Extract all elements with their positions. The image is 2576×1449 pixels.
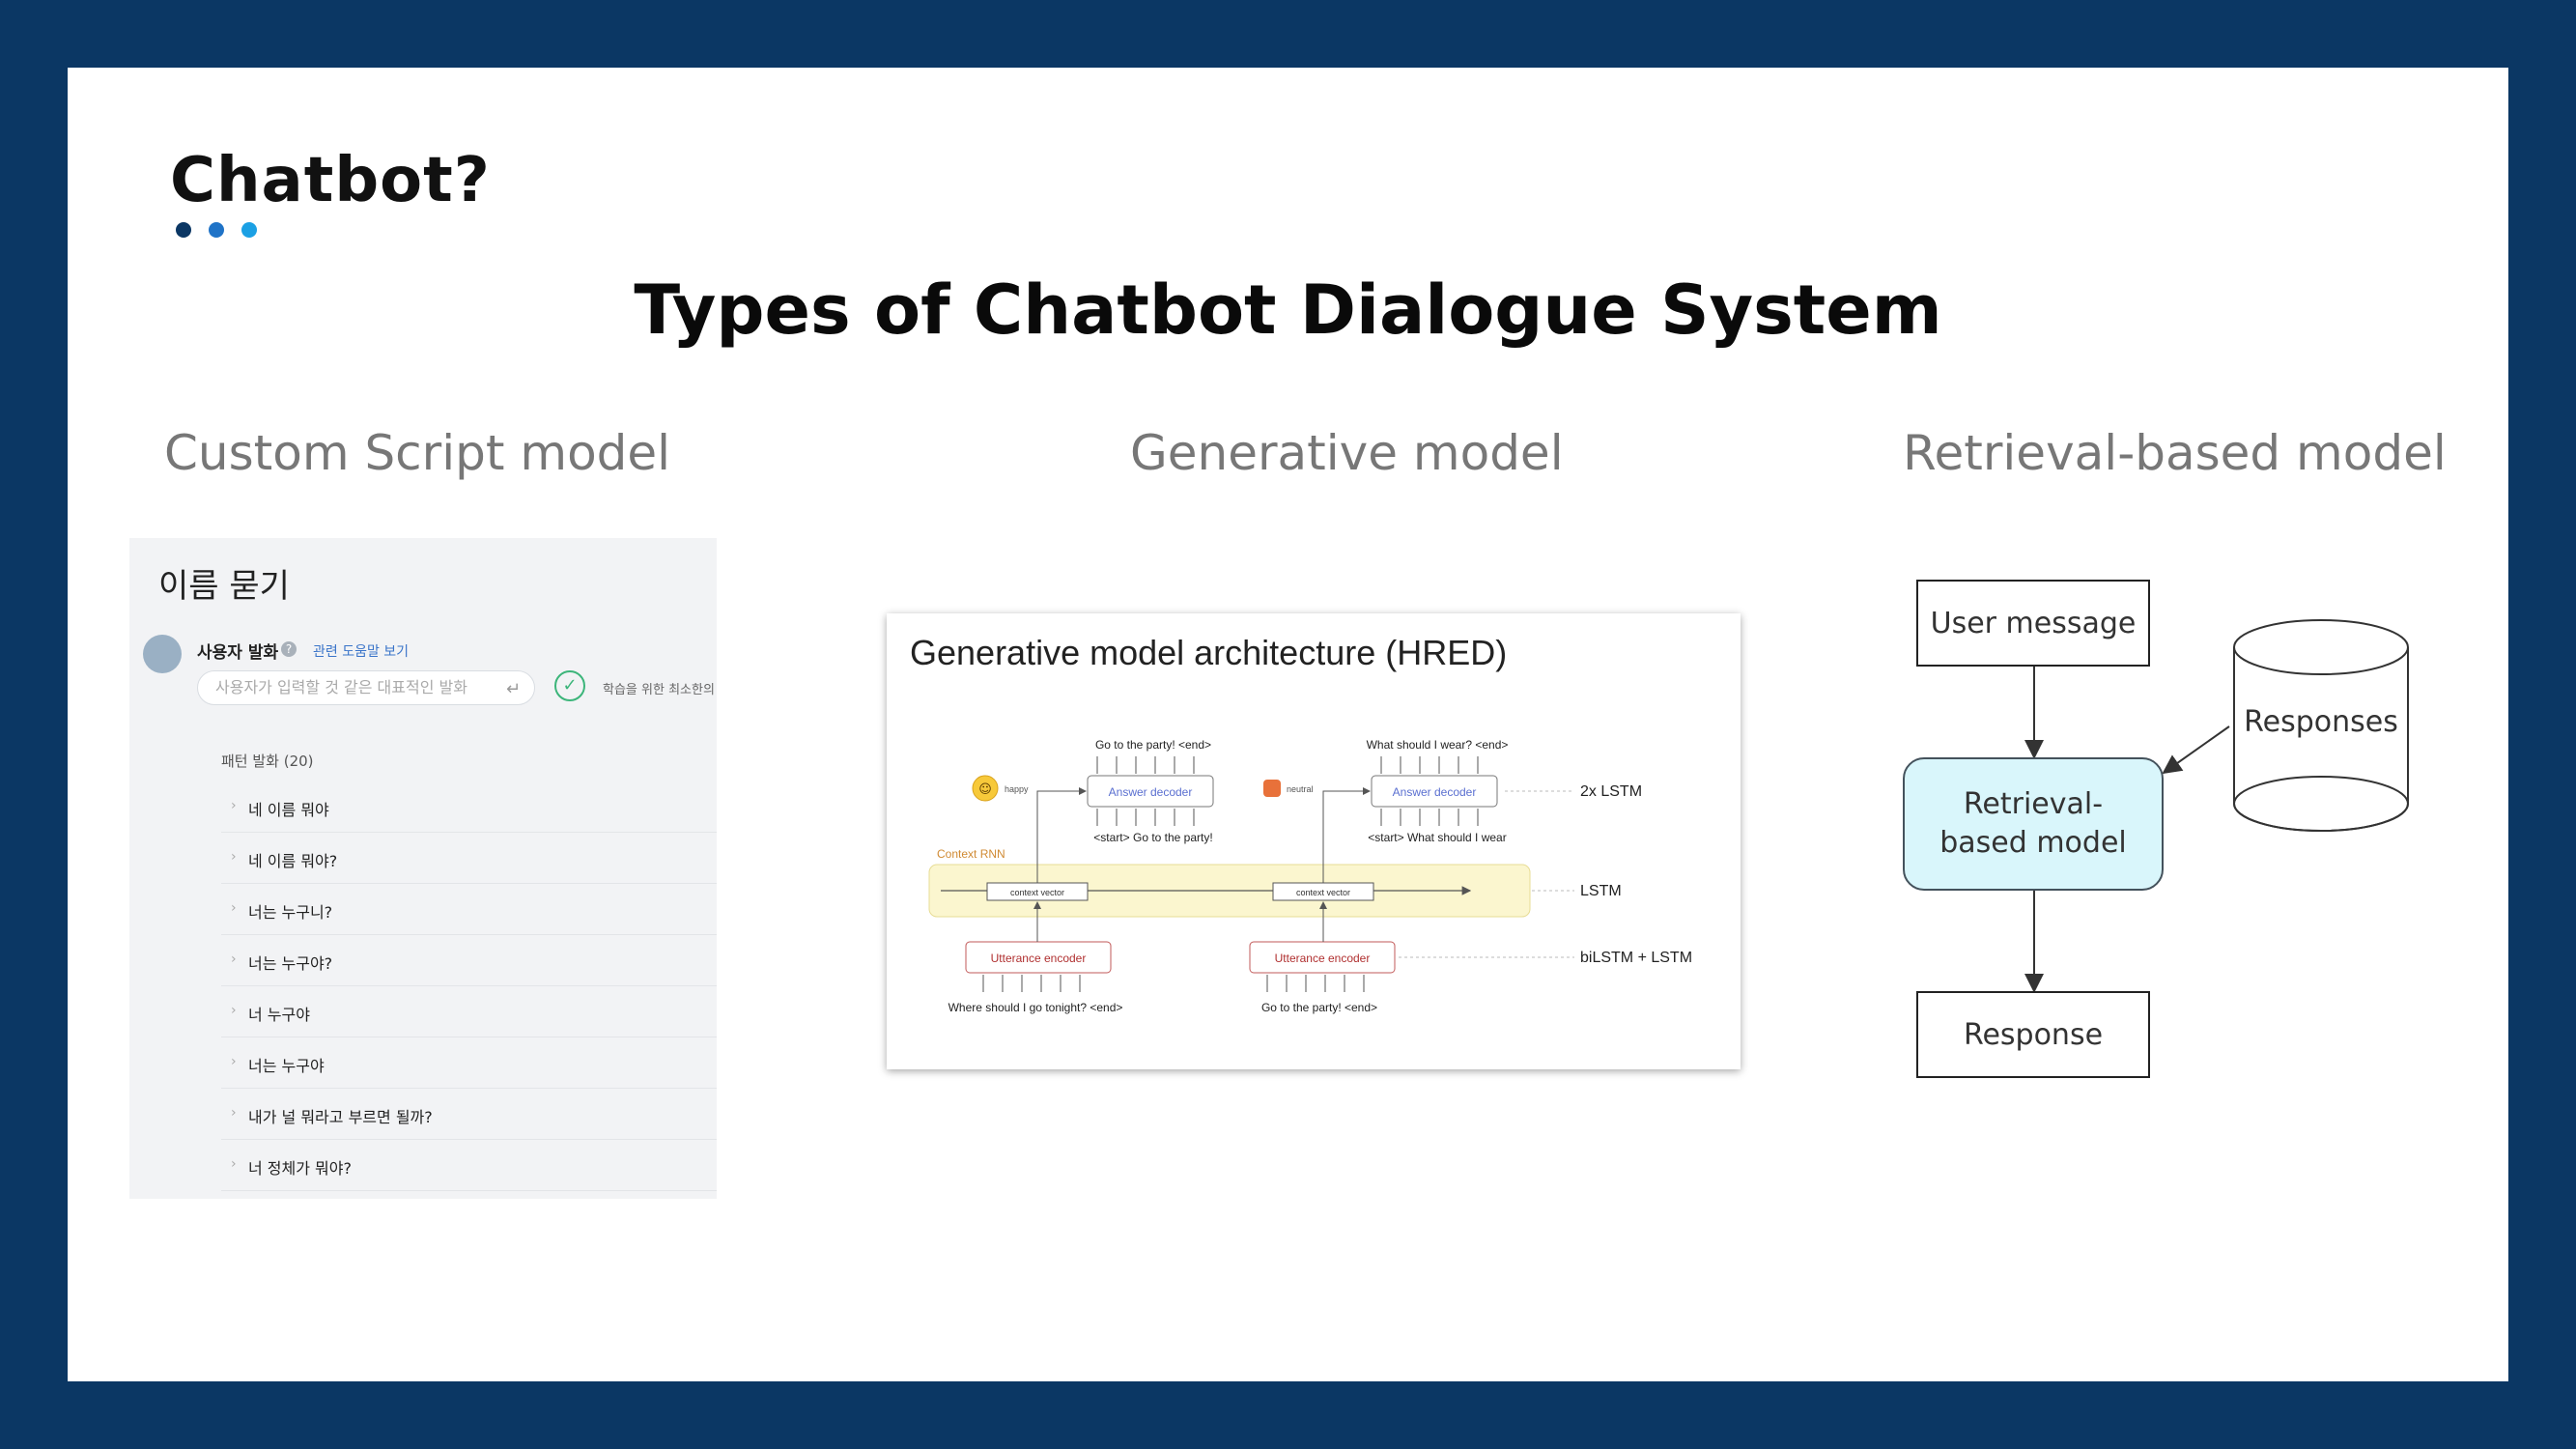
utterance-encoder-2 — [1249, 941, 1396, 974]
list-item[interactable]: › 내가 널 뭐라고 부르면 될까? — [221, 1089, 717, 1140]
dot-2 — [209, 222, 224, 238]
response-box: Response — [1916, 991, 2150, 1078]
generative-figure-title: Generative model architecture (HRED) — [910, 633, 1508, 672]
layer-decoder-label: 2x LSTM — [1580, 783, 1642, 800]
decoder-output-arrows — [982, 756, 1479, 992]
context-vector-2-label: context vector — [1296, 888, 1350, 897]
context1-to-decoder — [1036, 787, 1087, 883]
answer-decoder-1 — [1087, 775, 1214, 808]
pattern-list: ›네 이름 뭐야›네 이름 뭐야?›너는 누구니?›너는 누구야?›너 누구야›… — [221, 781, 717, 1191]
enter-icon[interactable]: ↵ — [506, 679, 522, 699]
label-custom-script: Custom Script model — [164, 425, 671, 481]
responses-db-body — [2233, 647, 2409, 832]
custom-script-panel: 이름 묻기 사용자 발화 ? 관련 도움말 보기 사용자가 입력할 것 같은 대… — [129, 538, 717, 1199]
chevron-right-icon: › — [231, 1156, 237, 1172]
list-item-text: 너는 누구야 — [248, 1057, 325, 1075]
label-generative: Generative model — [1130, 425, 1564, 481]
list-item-text: 너 정체가 뭐야? — [248, 1159, 352, 1178]
list-item[interactable]: › 너 정체가 뭐야? — [221, 1140, 717, 1191]
list-item[interactable]: › 너는 누구니? — [221, 884, 717, 935]
list-item[interactable]: › 너는 누구야? — [221, 935, 717, 986]
user-message-box: User message — [1916, 580, 2150, 667]
chevron-right-icon: › — [231, 952, 237, 967]
arrow-responses-to-model — [2162, 725, 2230, 775]
list-item[interactable]: › 너는 누구야 — [221, 1037, 717, 1089]
dot-3 — [241, 222, 257, 238]
list-item-text: 너는 누구니? — [248, 903, 333, 922]
answer-decoder-2 — [1371, 775, 1498, 808]
list-item-text: 너 누구야 — [248, 1006, 310, 1024]
list-item-text: 내가 널 뭐라고 부르면 될까? — [248, 1108, 433, 1126]
avatar — [143, 635, 182, 673]
dot-1 — [176, 222, 191, 238]
hint-text: 학습을 위한 최소한의 발 — [603, 683, 717, 697]
utterance-input[interactable]: 사용자가 입력할 것 같은 대표적인 발화 — [197, 670, 535, 705]
intent-title: 이름 묻기 — [158, 567, 290, 606]
retrieval-model-box: Retrieval-based model — [1903, 757, 2164, 891]
slide-title: Chatbot? — [170, 145, 491, 216]
utterance-encoder-2-label: Utterance encoder — [1275, 952, 1371, 965]
dec2-input-text: <start> What should I wear — [1368, 831, 1506, 844]
chevron-right-icon: › — [231, 1054, 237, 1069]
slide-heading: Types of Chatbot Dialogue System — [634, 270, 1942, 350]
utterance-encoder-1-label: Utterance encoder — [991, 952, 1087, 965]
layer-encoder-label: biLSTM + LSTM — [1580, 950, 1692, 966]
emotion-happy-label: happy — [1005, 784, 1029, 794]
list-item[interactable]: › 네 이름 뭐야? — [221, 833, 717, 884]
slide: Chatbot? Types of Chatbot Dialogue Syste… — [68, 68, 2508, 1381]
chevron-right-icon: › — [231, 849, 237, 865]
label-retrieval: Retrieval-based model — [1903, 425, 2447, 481]
check-icon[interactable]: ✓ — [554, 670, 585, 701]
enc1-input-text: Where should I go tonight? <end> — [948, 1001, 1123, 1014]
dec2-output-text: What should I wear? <end> — [1367, 738, 1509, 752]
user-utterance-label: 사용자 발화 — [197, 643, 279, 663]
retrieval-model-label: Retrieval-based model — [1939, 787, 2127, 860]
dec1-input-text: <start> Go to the party! — [1093, 831, 1212, 844]
happy-emoji-icon — [972, 775, 999, 802]
pattern-header: 패턴 발화 (20) — [221, 753, 314, 770]
utterance-encoder-1 — [965, 941, 1112, 974]
user-message-label: User message — [1930, 606, 2137, 640]
list-item-text: 네 이름 뭐야 — [248, 801, 329, 819]
hred-diagram: Context RNN context vector context vecto… — [928, 738, 1692, 1014]
response-label: Response — [1963, 1017, 2104, 1052]
responses-db-bottom — [2233, 776, 2409, 832]
context-vector-1-label: context vector — [1010, 888, 1064, 897]
chevron-right-icon: › — [231, 1105, 237, 1121]
neutral-emoji-icon — [1263, 780, 1281, 797]
list-item-text: 네 이름 뭐야? — [248, 852, 338, 870]
list-item[interactable]: › 너 누구야 — [221, 986, 717, 1037]
answer-decoder-2-label: Answer decoder — [1393, 785, 1477, 799]
help-icon[interactable]: ? — [281, 641, 297, 657]
responses-db-top — [2233, 619, 2409, 675]
responses-db-label: Responses — [2244, 705, 2398, 739]
list-item-text: 너는 누구야? — [248, 954, 333, 973]
chevron-right-icon: › — [231, 798, 237, 813]
context2-to-decoder — [1322, 787, 1371, 883]
answer-decoder-1-label: Answer decoder — [1109, 785, 1193, 799]
chevron-right-icon: › — [231, 900, 237, 916]
context-rnn-label: Context RNN — [937, 847, 1005, 861]
list-item[interactable]: › 네 이름 뭐야 — [221, 781, 717, 833]
generative-figure: Context RNN context vector context vecto… — [887, 613, 1741, 1069]
enc2-input-text: Go to the party! <end> — [1261, 1001, 1377, 1014]
layer-leaders — [1399, 790, 1574, 958]
layer-context-label: LSTM — [1580, 883, 1622, 899]
chevron-right-icon: › — [231, 1003, 237, 1018]
help-link[interactable]: 관련 도움말 보기 — [313, 644, 410, 660]
dec1-output-text: Go to the party! <end> — [1095, 738, 1211, 752]
happy-face-icon: ☺ — [978, 782, 992, 797]
emotion-neutral-label: neutral — [1287, 784, 1314, 794]
